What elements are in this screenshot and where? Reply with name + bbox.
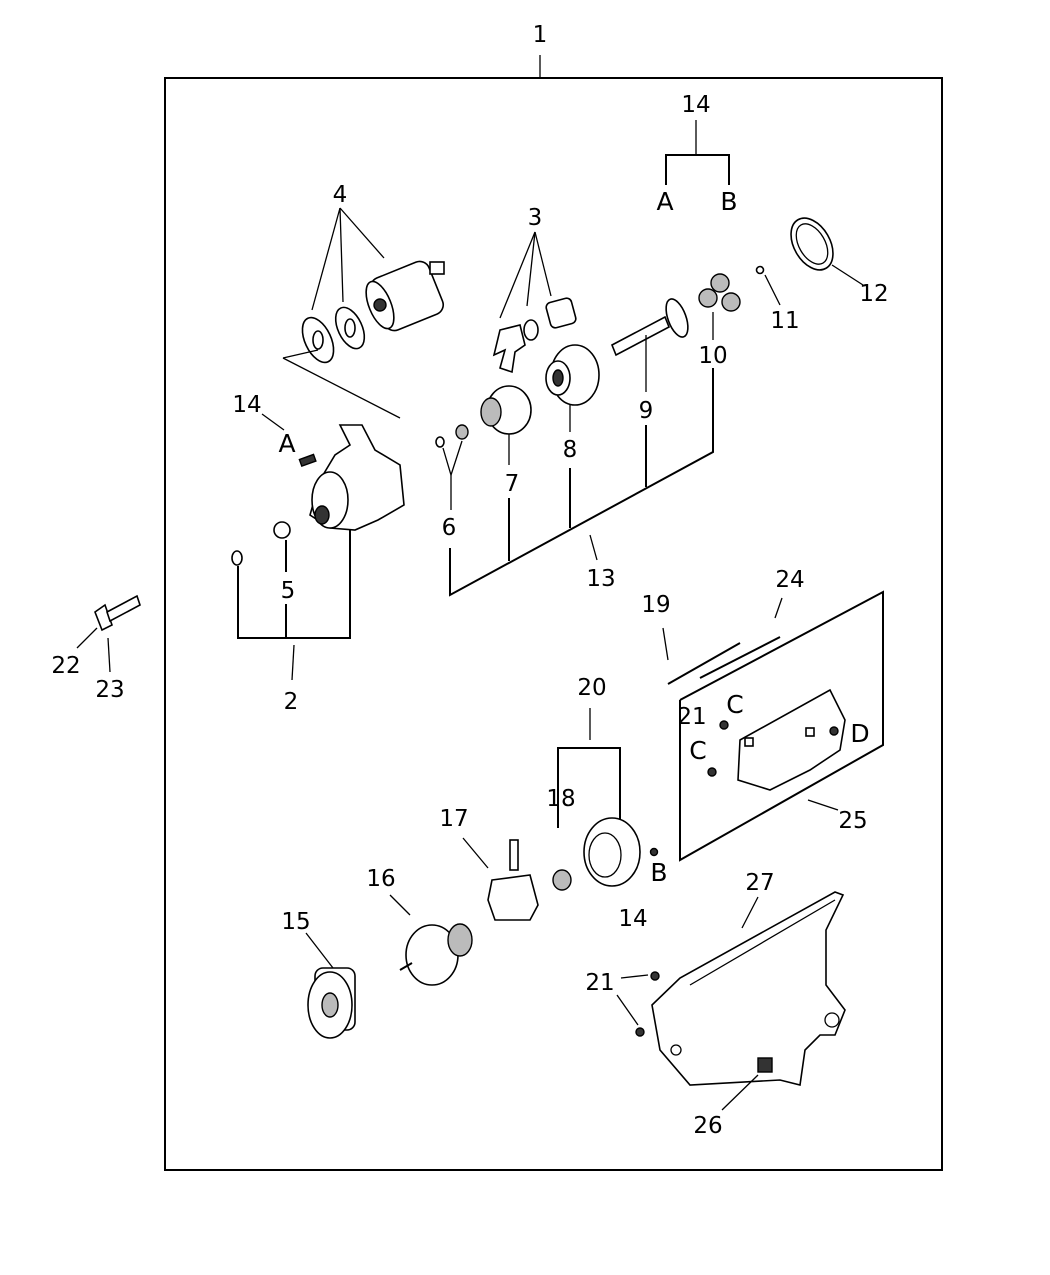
- bracket-20: [557, 708, 621, 828]
- ref-letter-c-upper: C: [726, 690, 743, 719]
- leaders-3: [499, 231, 552, 319]
- assembly-frame: [164, 77, 943, 1171]
- callout-1: 1: [533, 22, 548, 48]
- ref-letter-a-housing: A: [278, 429, 295, 458]
- yoke-part-15: [305, 932, 356, 1039]
- callout-6: 6: [442, 515, 457, 541]
- bracket-25-frame: [679, 590, 884, 862]
- callout-14-bottom: 14: [618, 906, 647, 932]
- callout-15: 15: [281, 909, 310, 935]
- callout-20: 20: [577, 675, 606, 701]
- bushing-part-18: [552, 869, 572, 891]
- callout-7: 7: [505, 471, 520, 497]
- callout-16: 16: [366, 866, 395, 892]
- callout-3: 3: [528, 205, 543, 231]
- bolt-part-22: [76, 594, 141, 673]
- clutch-part-8: [545, 344, 600, 432]
- cover-part-20: [583, 817, 659, 887]
- ref-letter-a-top: A: [656, 187, 673, 216]
- callout-27: 27: [745, 870, 774, 896]
- armature-part-16: [389, 894, 473, 986]
- callout-4: 4: [333, 182, 348, 208]
- callout-9: 9: [639, 398, 654, 424]
- ball-part-11: [755, 265, 765, 275]
- ref-letter-c-lower: C: [689, 736, 706, 765]
- bracket-14-top: [665, 120, 730, 185]
- ref-letter-b-cover: B: [650, 858, 667, 887]
- leaders-4: [311, 207, 385, 311]
- callout-26: 26: [693, 1113, 722, 1139]
- through-bolts-19-24: [662, 597, 783, 685]
- callout-19: 19: [641, 592, 670, 618]
- callout-17: 17: [439, 806, 468, 832]
- ring-part-12: [790, 217, 864, 286]
- callout-13: 13: [586, 566, 615, 592]
- callout-2: 2: [284, 689, 299, 715]
- heat-shield-part-27: [616, 891, 846, 1111]
- callout-11: 11: [770, 308, 799, 334]
- callout-25: 25: [838, 808, 867, 834]
- callout-21-upper: 21: [677, 704, 706, 730]
- lever-part-3: [492, 297, 577, 374]
- callout-21-lower: 21: [585, 970, 614, 996]
- callout-14-top: 14: [681, 92, 710, 118]
- callout-10: 10: [698, 343, 727, 369]
- pinion-part-7: [480, 385, 532, 465]
- shaft-part-9: [610, 298, 689, 392]
- leader-11: [764, 274, 781, 306]
- callout-5: 5: [281, 578, 296, 604]
- callout-14-left: 14: [232, 392, 261, 418]
- bracket-13: [449, 368, 714, 597]
- gears-part-10: [698, 273, 741, 340]
- callout-12: 12: [859, 281, 888, 307]
- callout-23: 23: [95, 677, 124, 703]
- solenoid-part-4: [301, 260, 445, 364]
- callout-22: 22: [51, 653, 80, 679]
- callout-24: 24: [775, 567, 804, 593]
- bracket-2: [237, 413, 351, 681]
- housing-part-2: [231, 349, 405, 566]
- brush-holder-part-17: [462, 837, 539, 921]
- callout-18: 18: [546, 786, 575, 812]
- ref-letter-d: D: [850, 719, 869, 748]
- clip-part-6: [435, 424, 469, 510]
- ref-letter-b-top: B: [720, 187, 737, 216]
- callout-8: 8: [563, 437, 578, 463]
